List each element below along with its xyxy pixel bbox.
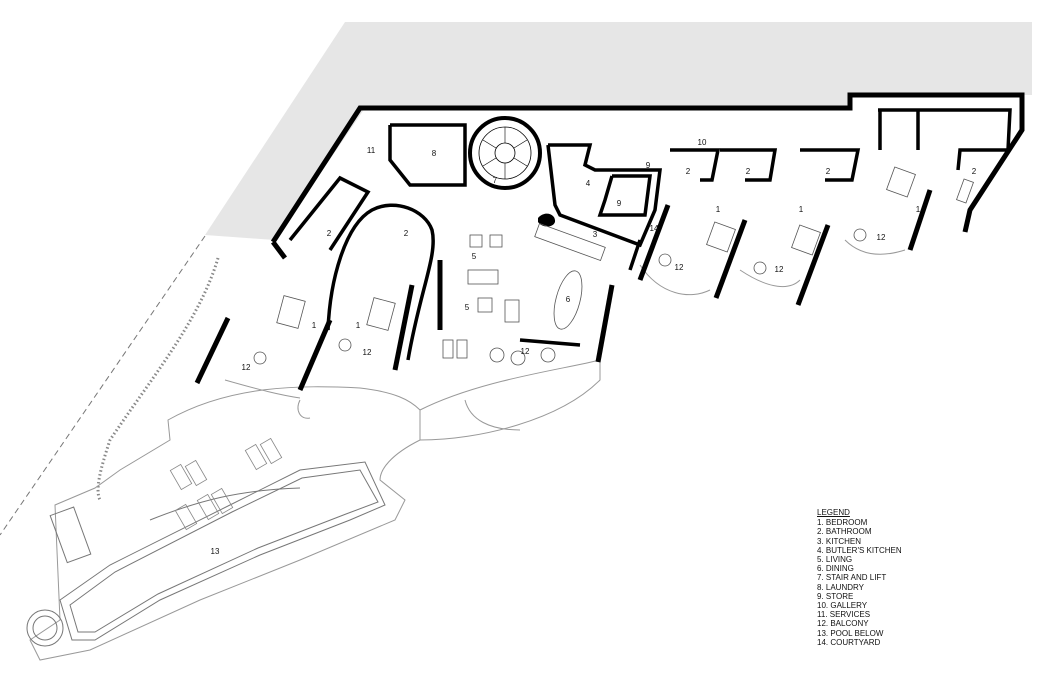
room-label: 11 <box>367 146 376 155</box>
terrace-outlines <box>29 239 906 661</box>
room-label: 10 <box>698 138 707 147</box>
legend-item: 2. BATHROOM <box>817 527 872 537</box>
room-label: 1 <box>916 205 921 214</box>
legend-item: 11. SERVICES <box>817 610 871 620</box>
room-label: 1 <box>799 205 804 214</box>
legend-item: 9. STORE <box>817 591 854 601</box>
room-label: 2 <box>327 229 332 238</box>
room-label: 3 <box>593 230 598 239</box>
interior-walls <box>288 108 1012 361</box>
legend-item: 10. GALLERY <box>817 601 868 611</box>
legend-item: 4. BUTLER'S KITCHEN <box>817 545 902 555</box>
room-label: 8 <box>432 149 437 158</box>
room-label: 14 <box>650 224 659 233</box>
room-label: 12 <box>775 265 784 274</box>
pool-loungers <box>169 437 283 531</box>
room-label: 2 <box>826 167 831 176</box>
room-label: 2 <box>746 167 751 176</box>
room-label: 13 <box>211 547 220 556</box>
room-label: 4 <box>586 179 591 188</box>
room-numbers: 1 1 1 1 1 2 2 2 2 2 2 3 4 5 5 6 7 8 9 9 … <box>211 138 977 556</box>
furniture <box>253 166 974 366</box>
sculpture <box>538 213 556 227</box>
room-label: 5 <box>472 252 477 261</box>
room-label: 9 <box>617 199 622 208</box>
site-boundary-line <box>0 235 206 536</box>
legend-item: 8. LAUNDRY <box>817 582 864 592</box>
legend-item: 13. POOL BELOW <box>817 628 884 638</box>
room-label: 1 <box>356 321 361 330</box>
room-label: 5 <box>465 303 470 312</box>
room-label: 1 <box>312 321 317 330</box>
room-label: 2 <box>404 229 409 238</box>
spiral-stair <box>468 116 542 190</box>
legend-title: LEGEND <box>817 508 850 517</box>
room-label: 6 <box>566 295 571 304</box>
legend-item: 12. BALCONY <box>817 619 869 629</box>
legend: LEGEND 1. BEDROOM 2. BATHROOM 3. KITCHEN… <box>817 508 902 647</box>
legend-item: 3. KITCHEN <box>817 536 862 546</box>
legend-item: 5. LIVING <box>817 555 853 565</box>
room-label: 12 <box>363 348 372 357</box>
room-label: 2 <box>972 167 977 176</box>
legend-item: 14. COURTYARD <box>817 637 881 647</box>
pool <box>26 461 386 647</box>
room-label: 2 <box>686 167 691 176</box>
room-label: 12 <box>242 363 251 372</box>
room-label: 7 <box>493 176 498 185</box>
room-label: 12 <box>675 263 684 272</box>
legend-item: 1. BEDROOM <box>817 518 868 528</box>
legend-item: 6. DINING <box>817 564 854 574</box>
exterior-walls <box>194 92 1025 391</box>
room-label: 12 <box>877 233 886 242</box>
room-label: 12 <box>521 347 530 356</box>
legend-item: 7. STAIR AND LIFT <box>817 573 887 583</box>
room-label: 9 <box>646 161 651 170</box>
ground-terrain <box>205 22 1032 240</box>
room-label: 1 <box>716 205 721 214</box>
